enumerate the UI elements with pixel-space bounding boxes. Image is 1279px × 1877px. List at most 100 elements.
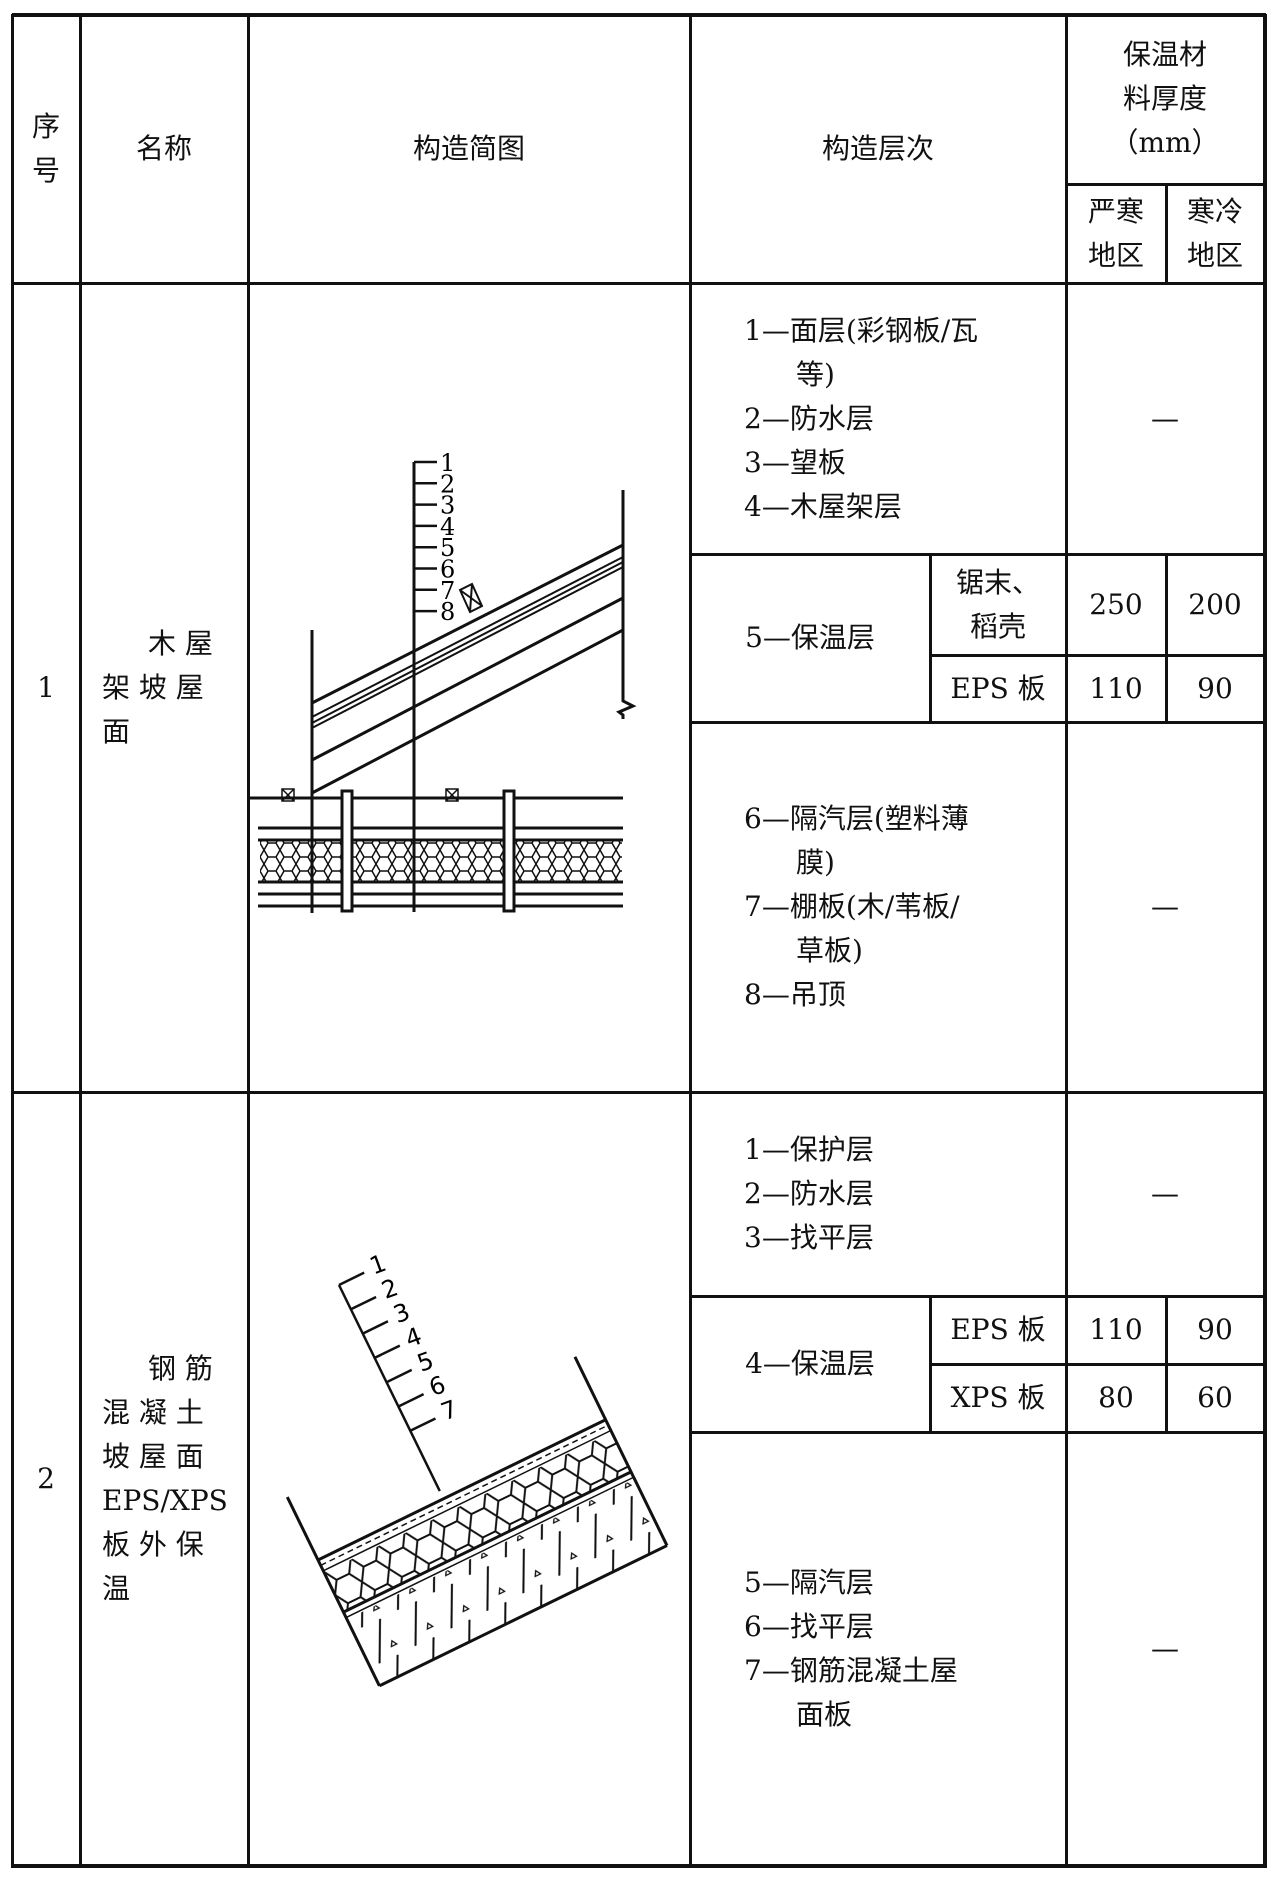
row-2-insulation-label: 4—保温层 [745, 1347, 875, 1380]
layer-line: 8—吊顶 [744, 978, 846, 1011]
material-line: 锯末、 [955, 565, 1040, 599]
name-line: EPS/XPS [102, 1484, 228, 1517]
divider [11, 14, 14, 1868]
layer-line: 草板) [796, 934, 863, 967]
layer-line: 6—找平层 [744, 1610, 874, 1643]
name-line: 板 外 保 [102, 1528, 204, 1561]
leader-label: 5 [440, 534, 455, 562]
divider [79, 14, 82, 1868]
layer-line: 6—隔汽层(塑料薄 [744, 802, 969, 835]
name-line: 钢 筋 [148, 1352, 213, 1385]
header-thickness-line: 保温材 [1122, 38, 1207, 71]
divider [929, 1296, 932, 1432]
layer-line: 2—防水层 [744, 1177, 874, 1210]
row-2-material-2-severe: 80 [1098, 1381, 1134, 1414]
row-2-material-1-severe: 110 [1089, 1313, 1143, 1346]
layer-line: 膜) [796, 846, 835, 879]
divider [12, 282, 1266, 285]
row-1-material-2-cold: 90 [1197, 671, 1233, 705]
table-border-right [1263, 14, 1267, 1868]
divider [12, 1091, 1266, 1094]
header-diagram: 构造简图 [412, 131, 525, 165]
row-2-lower-thickness: — [1151, 1632, 1179, 1665]
name-line: 面 [102, 714, 131, 748]
row-2-upper-thickness: — [1151, 1177, 1179, 1210]
layer-line: 等) [796, 357, 835, 391]
leader-label: 1 [440, 449, 455, 477]
header-line: 寒冷 [1186, 194, 1243, 228]
divider [1165, 184, 1168, 283]
row-1-seq: 1 [37, 670, 55, 704]
layer-line: 面板 [796, 1698, 853, 1731]
header-thickness: 保温材 料厚度 （mm） [1066, 14, 1264, 184]
layer-line: 1—面层(彩钢板/瓦 [744, 313, 979, 347]
row-1-material-1-severe: 250 [1089, 587, 1143, 621]
leader-tick [338, 1271, 365, 1287]
header-severe-cold: 严寒 地区 [1066, 184, 1166, 283]
leader-tick [385, 1368, 413, 1384]
divider [690, 721, 1266, 724]
layer-line: 3—找平层 [744, 1221, 874, 1254]
row-2-seq: 2 [37, 1462, 55, 1495]
row-1-upper-thickness: — [1151, 401, 1179, 435]
row-2-lower-layers: 5—隔汽层 6—找平层 7—钢筋混凝土屋 面板 [690, 1432, 1066, 1866]
row-1-material-2-severe: 110 [1089, 671, 1143, 705]
header-name: 名称 [135, 131, 192, 165]
header-seq: 序 号 [12, 14, 80, 283]
layer-line: 7—棚板(木/苇板/ [744, 890, 960, 923]
layer-line: 2—防水层 [744, 401, 874, 435]
layer-line: 5—隔汽层 [744, 1566, 874, 1599]
header-line: 地区 [1186, 238, 1243, 272]
leader-label: 7 [437, 1395, 461, 1427]
divider [1165, 554, 1168, 722]
divider [690, 553, 1266, 556]
row-1-material-2: EPS 板 [950, 671, 1046, 705]
leader-label: 2 [440, 470, 455, 498]
leader-label: 3 [440, 492, 455, 520]
name-line: 木 屋 [148, 626, 213, 660]
row-2-material-1: EPS 板 [950, 1313, 1046, 1346]
divider [1165, 1296, 1168, 1432]
row-1-material-1: 锯末、 稻壳 [930, 554, 1066, 655]
row-1-lower-layers: 6—隔汽层(塑料薄 膜) 7—棚板(木/苇板/ 草板) 8—吊顶 [690, 722, 1066, 1092]
layer-line: 3—望板 [744, 445, 846, 479]
row-2-material-2: XPS 板 [950, 1381, 1046, 1414]
header-thickness-line: 料厚度 [1122, 82, 1207, 115]
table-border-top [12, 13, 1266, 17]
leader-label: 8 [440, 598, 455, 626]
leader-line [337, 1284, 441, 1492]
layer-line: 4—木屋架层 [744, 489, 902, 523]
leader-tick [397, 1393, 425, 1408]
layer-line: 7—钢筋混凝土屋 [744, 1654, 958, 1687]
divider [929, 554, 932, 722]
layer-line: 1—保护层 [744, 1133, 874, 1166]
divider [930, 1363, 1266, 1366]
name-line: 架 坡 屋 [102, 670, 204, 704]
leader-tick [362, 1320, 389, 1335]
divider [930, 654, 1266, 657]
row-2-upper-layers: 1—保护层 2—防水层 3—找平层 [690, 1092, 1066, 1296]
name-line: 混 凝 土 [102, 1396, 204, 1429]
header-thickness-line: （mm） [1110, 126, 1220, 159]
row-1-insulation-label: 5—保温层 [745, 621, 875, 654]
table-border-bottom [12, 1864, 1266, 1868]
leader-tick [350, 1295, 377, 1311]
header-layers: 构造层次 [821, 131, 934, 165]
material-line: 稻壳 [969, 609, 1026, 643]
divider [1065, 14, 1068, 1868]
header-cold: 寒冷 地区 [1166, 184, 1264, 283]
header-seq-line: 号 [31, 153, 60, 187]
row-2-material-2-cold: 60 [1197, 1381, 1233, 1414]
divider [690, 1295, 1266, 1298]
divider [689, 14, 692, 1868]
leader-label: 4 [440, 513, 455, 541]
header-seq-line: 序 [31, 109, 60, 143]
leader-label: 7 [440, 577, 455, 605]
row-1-name: 木 屋 架 坡 屋 面 [80, 283, 248, 1092]
header-line: 地区 [1087, 238, 1144, 272]
name-line: 温 [102, 1572, 131, 1605]
leader-label: 6 [440, 556, 455, 584]
row-2-name: 钢 筋 混 凝 土 坡 屋 面 EPS/XPS 板 外 保 温 [80, 1092, 248, 1866]
